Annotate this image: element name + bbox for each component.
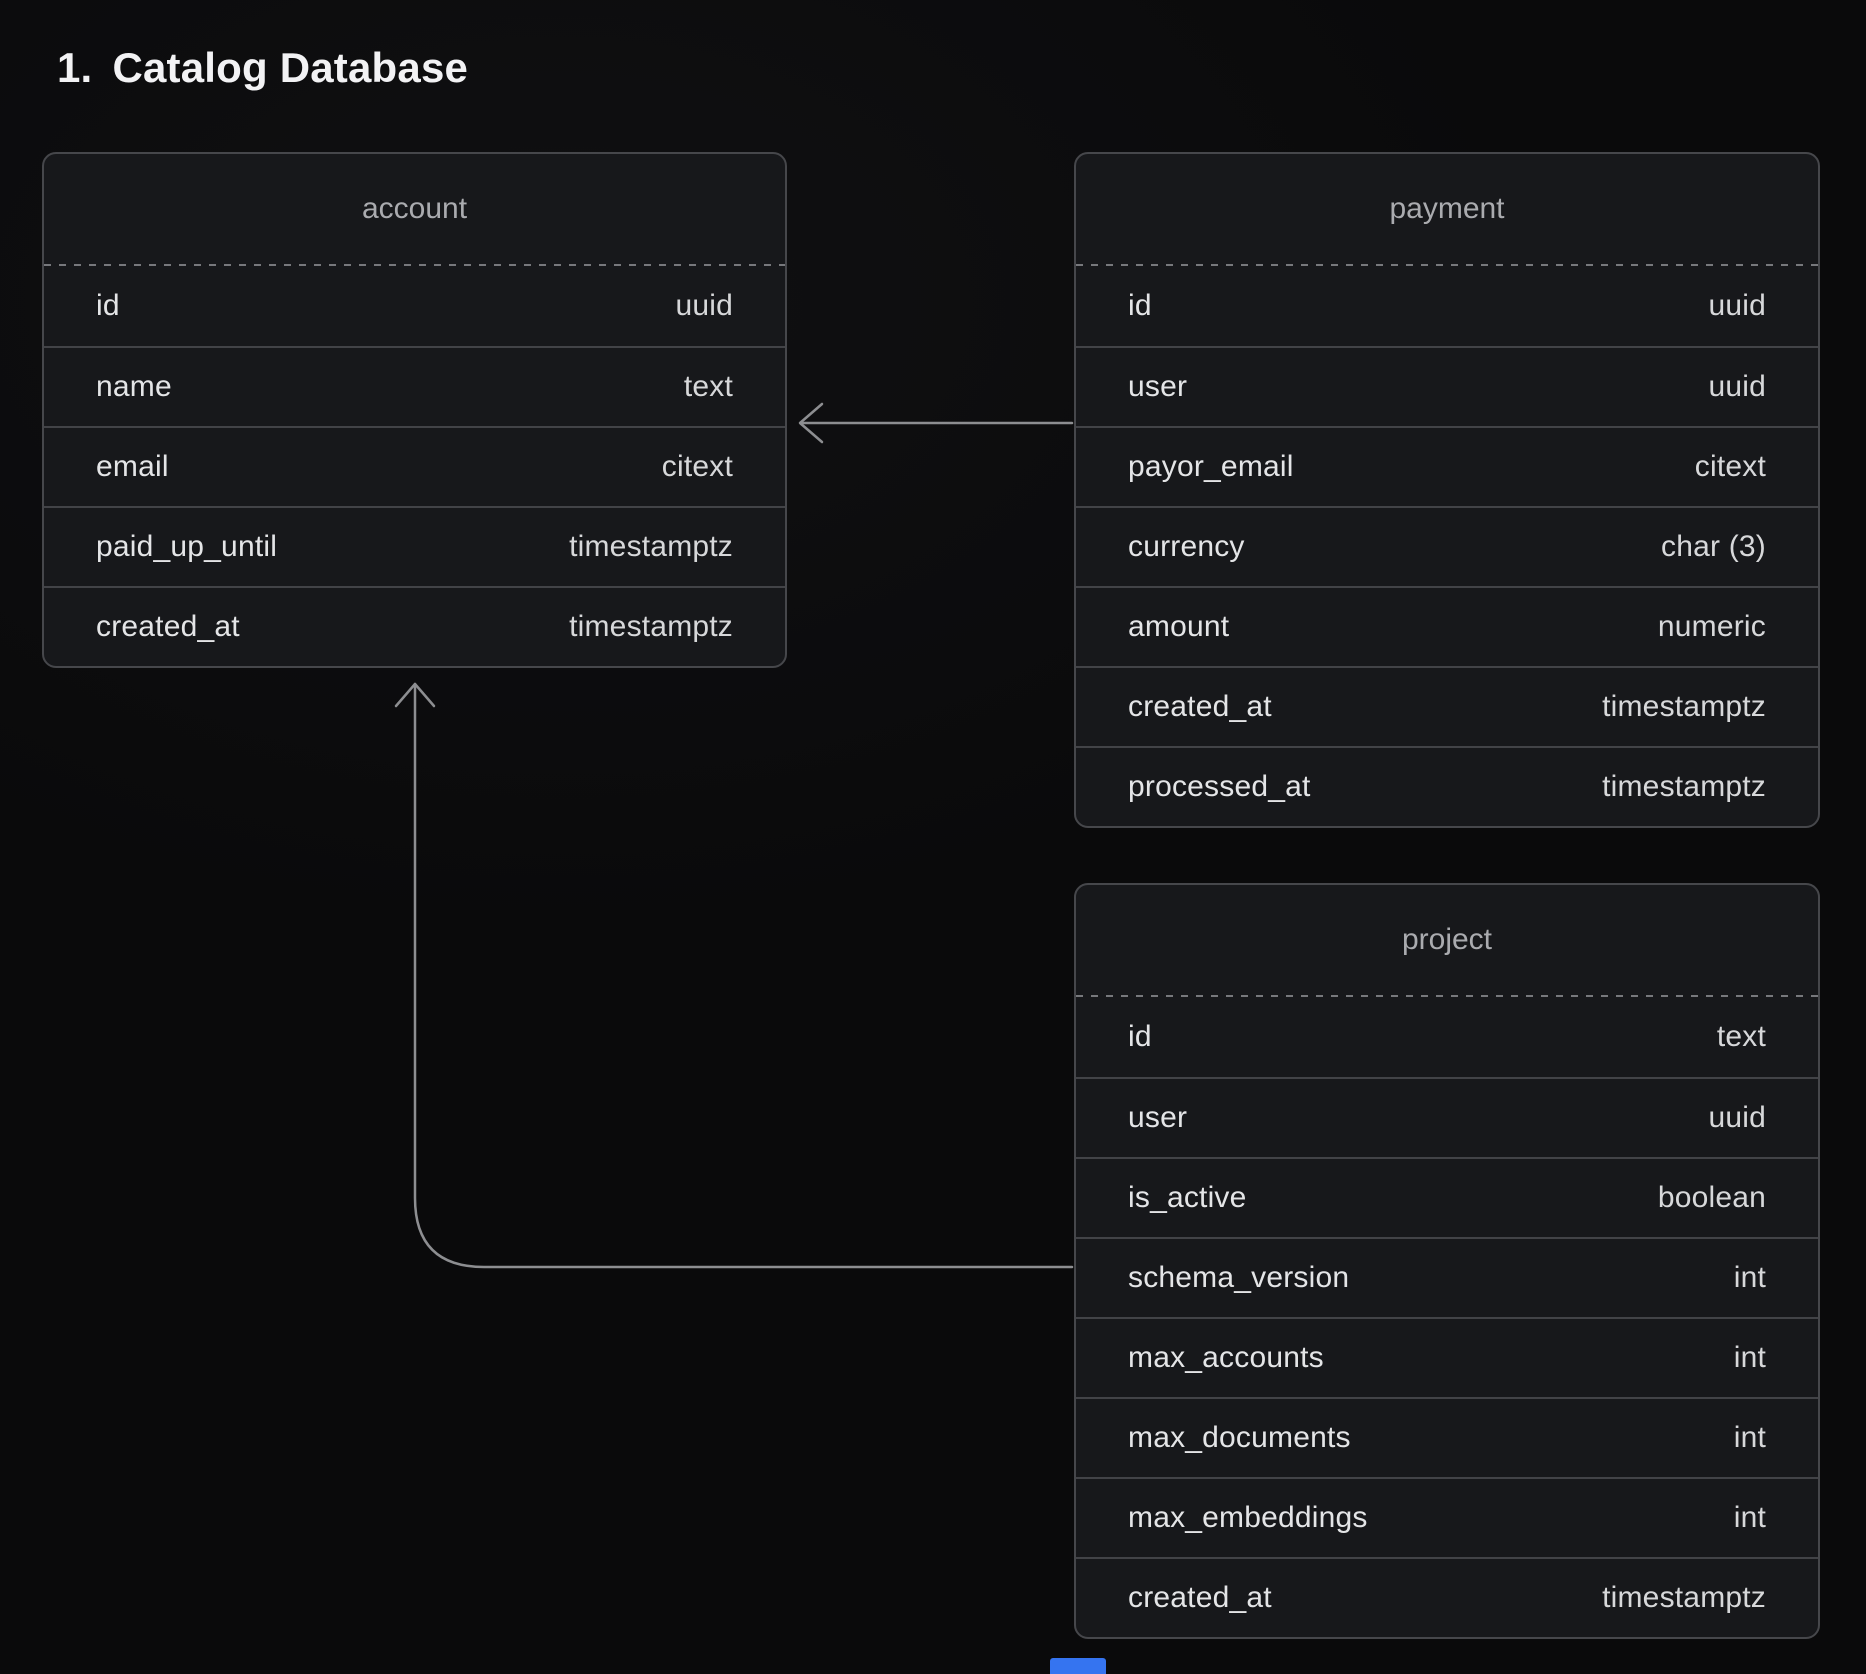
- table-header[interactable]: payment: [1076, 154, 1818, 264]
- header-divider: [44, 264, 785, 266]
- table-row[interactable]: user uuid: [1076, 1077, 1818, 1157]
- table-title: project: [1401, 923, 1493, 956]
- header-divider: [1076, 264, 1818, 266]
- table-row[interactable]: payor_email citext: [1076, 426, 1818, 506]
- column-name: name: [96, 370, 172, 403]
- table-header[interactable]: account: [44, 154, 785, 264]
- column-name: paid_up_until: [96, 530, 278, 563]
- column-name: id: [1128, 1020, 1152, 1053]
- table-title: account: [361, 192, 468, 225]
- table-row[interactable]: id text: [1076, 997, 1818, 1077]
- column-type: timestamptz: [569, 530, 733, 563]
- table-row[interactable]: schema_version int: [1076, 1237, 1818, 1317]
- column-type: char (3): [1661, 530, 1766, 563]
- column-type: text: [1716, 1020, 1766, 1053]
- table-row[interactable]: name text: [44, 346, 785, 426]
- table-rows: id uuid user uuid payor_email citext cur…: [1076, 266, 1818, 826]
- column-name: schema_version: [1128, 1261, 1350, 1294]
- arrowhead-up-icon: [394, 682, 436, 708]
- column-type: int: [1733, 1341, 1766, 1374]
- column-type: uuid: [1708, 289, 1766, 322]
- column-type: timestamptz: [1602, 770, 1766, 803]
- column-name: max_embeddings: [1128, 1501, 1368, 1534]
- column-name: user: [1128, 1101, 1188, 1134]
- column-type: boolean: [1657, 1181, 1766, 1214]
- page-title: 1. Catalog Database: [57, 42, 468, 95]
- column-type: timestamptz: [1602, 1581, 1766, 1614]
- column-type: uuid: [1708, 370, 1766, 403]
- table-title: payment: [1389, 192, 1505, 225]
- table-row[interactable]: processed_at timestamptz: [1076, 746, 1818, 826]
- table-row[interactable]: user uuid: [1076, 346, 1818, 426]
- table-payment[interactable]: payment id uuid user uuid payor_email ci…: [1074, 152, 1820, 828]
- table-row[interactable]: created_at timestamptz: [1076, 666, 1818, 746]
- column-type: int: [1733, 1261, 1766, 1294]
- table-row[interactable]: id uuid: [1076, 266, 1818, 346]
- table-row[interactable]: is_active boolean: [1076, 1157, 1818, 1237]
- column-type: citext: [661, 450, 733, 483]
- column-type: text: [683, 370, 733, 403]
- title-number: 1.: [57, 44, 93, 91]
- header-divider: [1076, 995, 1818, 997]
- table-account[interactable]: account id uuid name text email citext p…: [42, 152, 787, 668]
- blue-ui-fragment: [1050, 1658, 1106, 1674]
- column-name: created_at: [1128, 690, 1272, 723]
- column-name: created_at: [1128, 1581, 1272, 1614]
- column-type: citext: [1694, 450, 1766, 483]
- column-type: uuid: [675, 289, 733, 322]
- column-name: id: [96, 289, 120, 322]
- column-name: email: [96, 450, 169, 483]
- column-type: timestamptz: [1602, 690, 1766, 723]
- column-type: int: [1733, 1501, 1766, 1534]
- column-name: is_active: [1128, 1181, 1247, 1214]
- table-row[interactable]: paid_up_until timestamptz: [44, 506, 785, 586]
- column-name: max_documents: [1128, 1421, 1351, 1454]
- table-row[interactable]: max_embeddings int: [1076, 1477, 1818, 1557]
- connector-project-user-to-account[interactable]: [394, 682, 1074, 1269]
- table-row[interactable]: max_accounts int: [1076, 1317, 1818, 1397]
- table-row[interactable]: amount numeric: [1076, 586, 1818, 666]
- column-type: uuid: [1708, 1101, 1766, 1134]
- connector-payment-user-to-account[interactable]: [798, 402, 1074, 444]
- table-row[interactable]: max_documents int: [1076, 1397, 1818, 1477]
- column-type: timestamptz: [569, 610, 733, 643]
- column-name: user: [1128, 370, 1188, 403]
- table-row[interactable]: id uuid: [44, 266, 785, 346]
- column-name: processed_at: [1128, 770, 1311, 803]
- column-type: int: [1733, 1421, 1766, 1454]
- table-row[interactable]: currency char (3): [1076, 506, 1818, 586]
- column-name: created_at: [96, 610, 240, 643]
- title-text: Catalog Database: [112, 44, 469, 91]
- table-row[interactable]: created_at timestamptz: [44, 586, 785, 666]
- table-row[interactable]: created_at timestamptz: [1076, 1557, 1818, 1637]
- arrowhead-left-icon: [798, 402, 824, 444]
- table-project[interactable]: project id text user uuid is_active bool…: [1074, 883, 1820, 1639]
- table-rows: id text user uuid is_active boolean sche…: [1076, 997, 1818, 1637]
- table-rows: id uuid name text email citext paid_up_u…: [44, 266, 785, 666]
- column-name: amount: [1128, 610, 1230, 643]
- column-name: currency: [1128, 530, 1245, 563]
- column-name: payor_email: [1128, 450, 1294, 483]
- table-header[interactable]: project: [1076, 885, 1818, 995]
- column-type: numeric: [1657, 610, 1766, 643]
- column-name: max_accounts: [1128, 1341, 1324, 1374]
- table-row[interactable]: email citext: [44, 426, 785, 506]
- column-name: id: [1128, 289, 1152, 322]
